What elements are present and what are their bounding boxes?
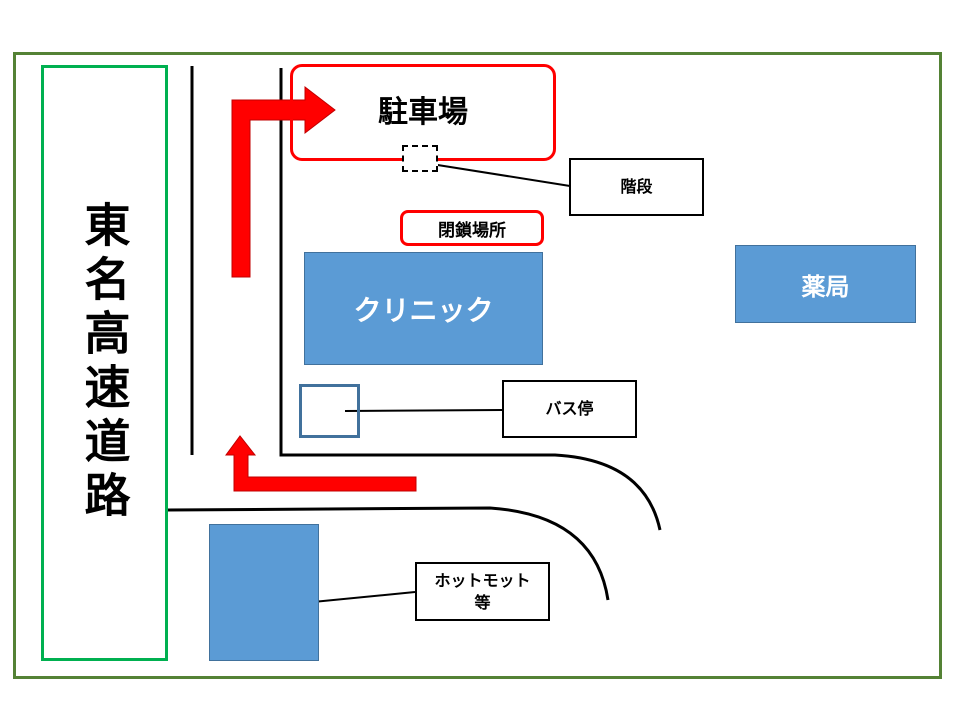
hotto-motto-label: ホットモット (434, 570, 531, 590)
map-frame (13, 52, 942, 679)
road-line-main (279, 68, 662, 531)
stairs-leader-line (424, 162, 571, 187)
bus-stop-leader-line (344, 409, 503, 412)
stairs-callout: 階段 (569, 158, 704, 216)
road-line-bottom (167, 506, 610, 601)
arrow-entry (225, 435, 417, 492)
clinic-label: クリニック (353, 293, 494, 327)
closed-area: 閉鎖場所 (400, 210, 544, 246)
parking-label: 駐車場 (378, 94, 468, 130)
closed-area-label: 閉鎖場所 (438, 220, 506, 241)
bus-stop-label: バス停 (545, 399, 594, 418)
hotto-motto-building (209, 524, 319, 661)
bus-stop-marker (299, 384, 360, 438)
highway-label-box: 東名高速道路 (41, 65, 168, 661)
bus-stop-callout: バス停 (502, 380, 637, 438)
hotto-motto-callout: ホットモット 等 (415, 562, 550, 621)
pharmacy-label: 薬局 (801, 272, 850, 301)
highway-label: 東名高速道路 (77, 201, 132, 525)
clinic-building: クリニック (304, 252, 543, 365)
stairs-marker (402, 145, 438, 172)
hotto-motto-label-etc: 等 (474, 592, 491, 612)
arrow-to-parking (231, 85, 336, 278)
stairs-label: 階段 (620, 177, 653, 196)
pharmacy-building: 薬局 (735, 245, 916, 323)
